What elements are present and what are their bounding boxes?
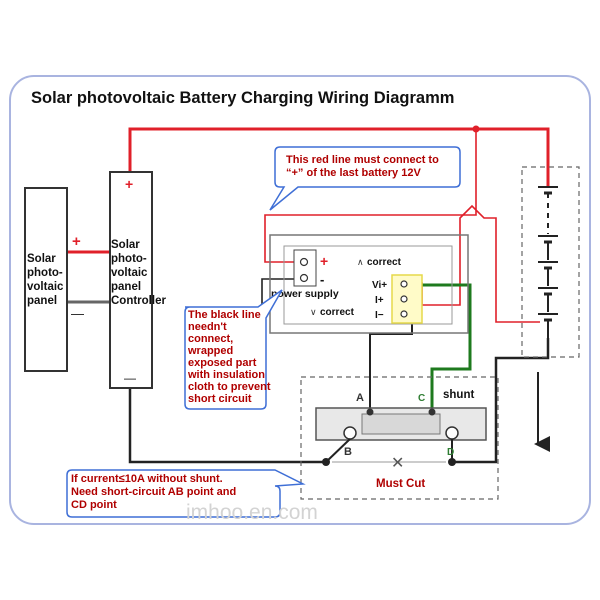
- red-wire-meter-plus: [264, 129, 477, 263]
- controller-plus: +: [125, 176, 133, 192]
- meter-correct-bottom: correct: [320, 307, 355, 318]
- shunt-label: shunt: [443, 389, 474, 401]
- callout-bottom: If current≤10A without shunt. Need short…: [66, 469, 306, 518]
- meter-inner-frame: [283, 245, 453, 325]
- point-c-label: C: [418, 393, 425, 404]
- meter-correct-top: correct: [367, 257, 402, 268]
- i-plus-screw: [400, 295, 408, 303]
- shunt-box: [300, 376, 499, 500]
- shunt-bolt-b-lead: [325, 438, 351, 463]
- battery-bank: [538, 186, 558, 338]
- meter-plus-label: +: [320, 253, 328, 269]
- outer-frame: [9, 75, 591, 525]
- point-a-label: A: [356, 392, 364, 404]
- green-wire-shunt-c: [404, 283, 472, 410]
- meter-outer-frame: [269, 234, 469, 334]
- red-wire-vi: [404, 204, 540, 323]
- shunt-bolt-d: [445, 426, 459, 440]
- meter-plus-screw: [299, 257, 309, 267]
- solar-panel-minus: —: [71, 306, 84, 321]
- page-title: Solar photovoltaic Battery Charging Wiri…: [31, 89, 454, 107]
- shunt-pin-a: [366, 408, 374, 416]
- black-wire-bottom: [128, 388, 326, 464]
- svg-text:This red line must connect to: This red line must connect to “+” of the…: [286, 154, 442, 179]
- pin-i-minus: I−: [375, 310, 384, 321]
- point-d-label: D: [447, 447, 454, 458]
- solar-controller: [109, 171, 153, 389]
- shunt-center: [361, 413, 441, 435]
- solar-panel-plus: +: [72, 233, 81, 250]
- callout-top: This red line must connect to “+” of the…: [269, 146, 461, 211]
- solar-panel: [24, 187, 68, 372]
- battery-bank-box: [521, 166, 580, 358]
- meter-arrow-bottom: ∨: [310, 307, 317, 317]
- solar-panel-label: Solar photo- voltaic panel: [27, 253, 67, 307]
- red-junction-dot: [472, 125, 480, 133]
- meter-power-terminal: [293, 249, 317, 287]
- point-b-dot: [322, 458, 330, 466]
- red-wire-top: [128, 127, 550, 187]
- must-cut-label: Must Cut: [376, 478, 425, 490]
- cut-mark: ✕: [391, 455, 404, 472]
- pin-i-plus: I+: [375, 295, 384, 306]
- controller-minus: —: [124, 371, 136, 385]
- pin-vi-plus: Vi+: [372, 280, 387, 291]
- meter-minus-label: -: [320, 272, 324, 287]
- shunt-bolt-b: [343, 426, 357, 440]
- meter-minus-screw: [299, 273, 309, 283]
- point-b-label: B: [344, 446, 352, 458]
- callout-left: The black line needn't connect, wrapped …: [184, 289, 283, 410]
- watermark: imhoo.en.com: [186, 501, 318, 524]
- controller-label: Solar photo- voltaic panel Controller: [111, 239, 166, 307]
- shunt-pin-c: [428, 408, 436, 416]
- vi-plus-screw: [400, 280, 408, 288]
- svg-text:The black line needn't: The black line needn't connect, wrapped …: [187, 309, 274, 405]
- meter-arrow-top: ∧: [357, 257, 364, 267]
- svg-text:If current≤10A without shunt.: If current≤10A without shunt. Need short…: [71, 473, 239, 511]
- point-d-dot: [448, 458, 456, 466]
- black-wire-shunt-d: [452, 338, 550, 464]
- i-minus-screw: [400, 310, 408, 318]
- power-supply-label: power supply: [271, 288, 339, 300]
